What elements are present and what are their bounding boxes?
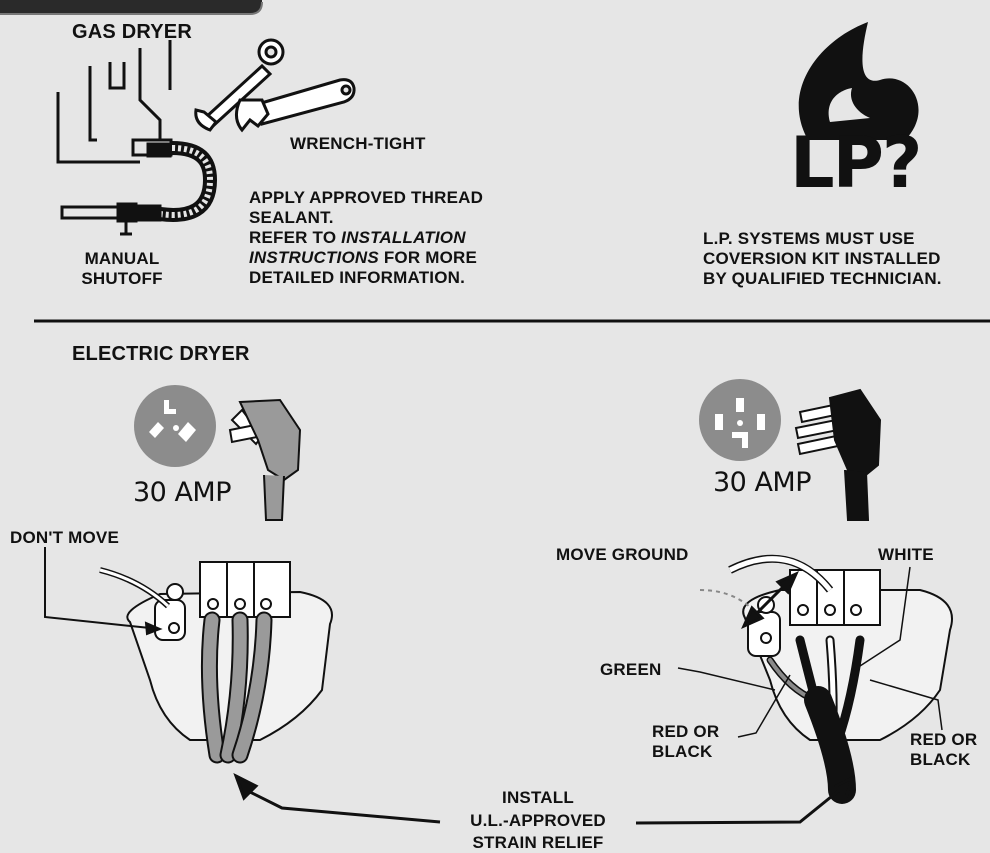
amp-label-right: 30 AMP <box>713 467 812 498</box>
dont-move-arrow <box>44 547 163 636</box>
sealant-note: APPLY APPROVED THREAD SEALANT. REFER TO … <box>249 188 483 288</box>
red-black-label-b-1: RED OR <box>910 730 978 749</box>
adjustable-wrench-icon <box>235 78 356 133</box>
red-black-label-a-2: BLACK <box>652 742 713 761</box>
lp-line-2: COVERSION KIT INSTALLED <box>703 249 941 268</box>
strain-relief-arrows <box>233 772 855 825</box>
white-wire-label: WHITE <box>878 545 934 564</box>
gray-plug-icon <box>228 398 302 521</box>
move-ground-label: MOVE GROUND <box>556 545 689 564</box>
leader-lines-right <box>677 566 943 738</box>
lp-note: L.P. SYSTEMS MUST USE COVERSION KIT INST… <box>703 229 942 289</box>
flame-icon <box>798 22 919 140</box>
refer-line-3: DETAILED INFORMATION. <box>249 268 466 287</box>
green-wire-label: GREEN <box>600 660 662 679</box>
sealant-line-2: SEALANT. <box>249 208 334 227</box>
electric-dryer-heading: ELECTRIC DRYER <box>72 343 250 365</box>
move-ground-arrow <box>741 571 799 629</box>
refer-text-a: REFER TO <box>249 228 342 247</box>
manual-shutoff-line-1: MANUAL <box>84 249 160 268</box>
gray-wires-left <box>200 611 273 764</box>
dont-move-label: DON'T MOVE <box>10 528 119 547</box>
install-line-1: INSTALL <box>502 788 574 807</box>
section-tab <box>0 0 262 14</box>
install-line-3: STRAIN RELIEF <box>472 833 604 852</box>
refer-line-2: INSTRUCTIONS FOR MORE <box>249 248 483 268</box>
lp-line-1: L.P. SYSTEMS MUST USE <box>703 229 915 248</box>
gas-dryer-illustration <box>56 40 218 236</box>
red-black-label-a-1: RED OR <box>652 722 720 741</box>
refer-text-d: FOR MORE <box>378 248 478 267</box>
sealant-line-1: APPLY APPROVED THREAD <box>249 188 484 207</box>
amp-label-left: 30 AMP <box>133 477 232 508</box>
four-prong-outlet-icon <box>699 379 781 461</box>
manual-shutoff-line-2: SHUTOFF <box>81 269 163 288</box>
gas-dryer-heading: GAS DRYER <box>72 21 192 43</box>
terminal-block-left <box>99 561 333 741</box>
refer-text-b: INSTALLATION <box>341 228 466 247</box>
refer-line-1: REFER TO INSTALLATION <box>249 228 483 248</box>
install-line-2: U.L.-APPROVED <box>470 811 606 830</box>
wrench-tight-label: WRENCH-TIGHT <box>290 134 426 153</box>
three-prong-outlet-icon <box>134 385 216 467</box>
black-plug-icon <box>794 388 882 521</box>
red-black-label-b-2: BLACK <box>910 750 971 769</box>
lp-line-3: BY QUALIFIED TECHNICIAN. <box>703 269 942 288</box>
lp-logo-text: LP? <box>790 122 923 204</box>
refer-text-c: INSTRUCTIONS <box>249 248 379 267</box>
wrench-icon <box>194 38 285 132</box>
